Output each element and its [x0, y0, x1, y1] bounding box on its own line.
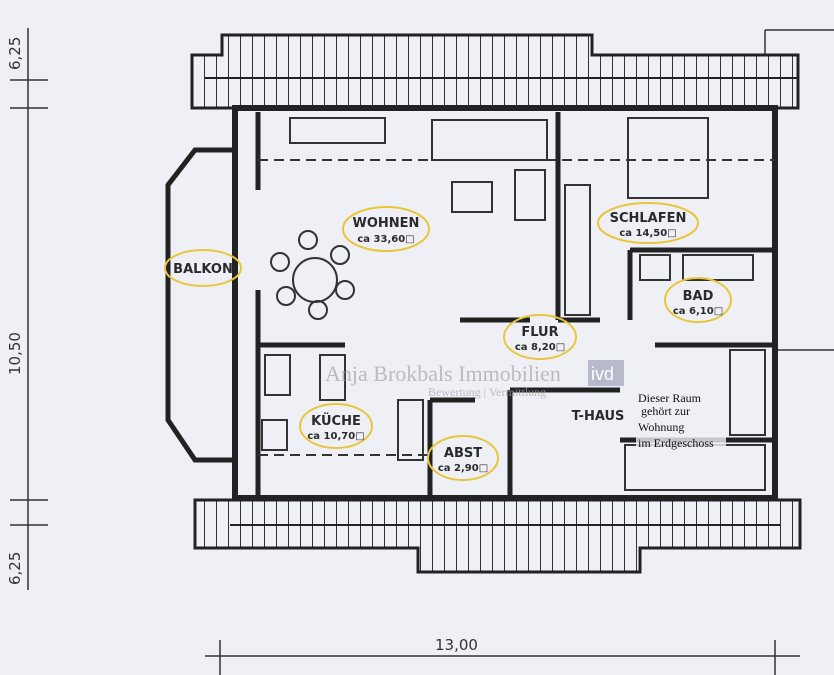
area-flur: ca 8,20□: [515, 342, 565, 353]
roof-top: [190, 33, 800, 110]
dim-height: 10,50: [6, 332, 24, 375]
watermark-tagline: Bewertung | Vermittlung: [428, 385, 546, 399]
dim-width: 13,00: [435, 636, 478, 654]
note-line: Wohnung: [638, 420, 684, 434]
interior-walls: [255, 112, 775, 495]
room-bad: BAD: [683, 289, 714, 304]
area-wohnen: ca 33,60□: [357, 234, 414, 245]
area-bad: ca 6,10□: [673, 306, 723, 317]
room-flur: FLUR: [521, 325, 558, 340]
note-line: gehört zur: [641, 404, 690, 418]
room-wohnen: WOHNEN: [353, 216, 420, 231]
area-kueche: ca 10,70□: [307, 431, 364, 442]
furniture: [258, 117, 775, 491]
dim-bottom-roof: 6,25: [6, 552, 24, 585]
room-schlafen: SCHLAFEN: [610, 211, 687, 226]
room-balkon: BALKON: [173, 262, 233, 277]
dim-top-roof: 6,25: [6, 37, 24, 70]
watermark-name: Anja Brokbals Immobilien: [325, 361, 561, 386]
room-kueche: KÜCHE: [311, 413, 361, 429]
room-abst: ABST: [444, 446, 482, 461]
annotation-note: Dieser Raum gehört zur Wohnung im Erdges…: [636, 390, 726, 450]
note-line: Dieser Raum: [638, 391, 702, 405]
watermark: Anja Brokbals Immobilien Bewertung | Ver…: [325, 360, 624, 399]
area-abst: ca 2,90□: [438, 463, 488, 474]
note-line: im Erdgeschoss: [638, 436, 714, 450]
area-schlafen: ca 14,50□: [619, 228, 676, 239]
room-highlights: [164, 202, 732, 481]
balcony: [165, 147, 238, 463]
room-t-haus: T-HAUS: [572, 409, 625, 424]
dimension-lines: [10, 28, 834, 675]
roof-bottom: [193, 498, 802, 574]
watermark-logo: ivd: [591, 364, 614, 384]
